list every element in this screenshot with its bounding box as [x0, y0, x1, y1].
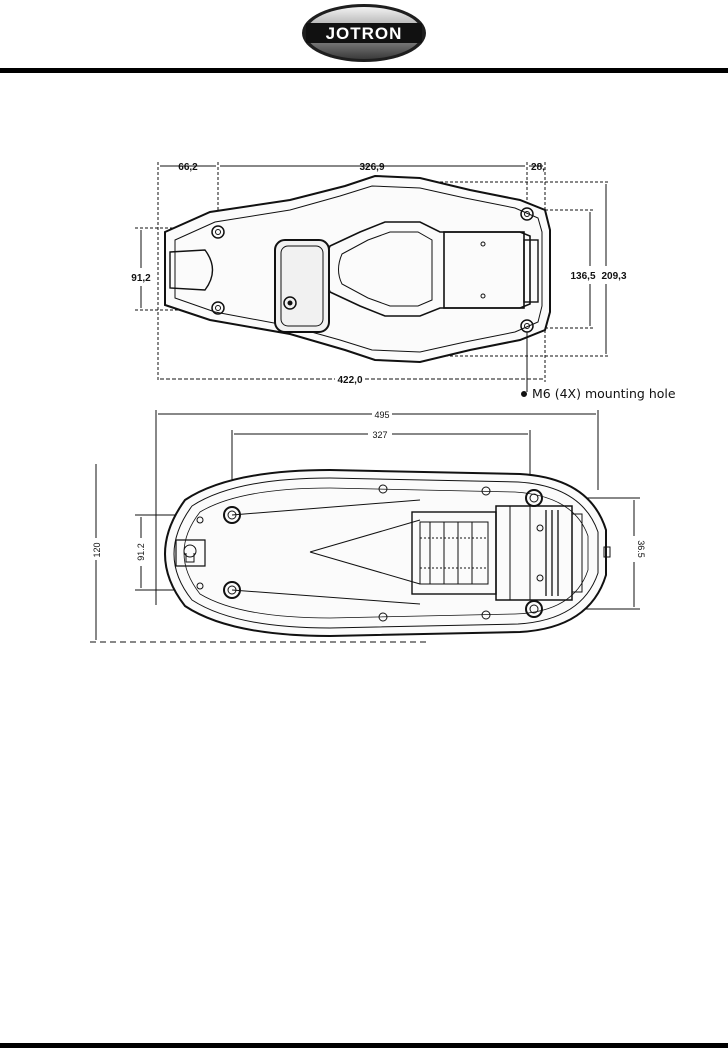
- bottom-view: [90, 410, 640, 642]
- top-view: [135, 162, 610, 397]
- dim-total-height: 209,3: [601, 271, 626, 282]
- dim-left-offset: 66,2: [178, 162, 198, 173]
- dim-total-length: 422,0: [337, 375, 362, 386]
- dim-inner-height: 136,5: [570, 271, 595, 282]
- dim-hole-span: 326,9: [359, 162, 384, 173]
- dim-bottom-height: 120: [92, 542, 102, 557]
- dim-bottom-length: 495: [374, 410, 389, 420]
- footer-rule: [0, 1043, 728, 1048]
- mounting-hole-note: M6 (4X) mounting hole: [532, 386, 676, 401]
- dim-hole-width: 91,2: [131, 273, 151, 284]
- dim-bottom-right: 36.5: [636, 540, 646, 558]
- dim-bottom-hole-span: 327: [372, 430, 387, 440]
- dim-bottom-hole-width: 91.2: [136, 543, 146, 561]
- dim-right-offset: 28,: [531, 162, 545, 173]
